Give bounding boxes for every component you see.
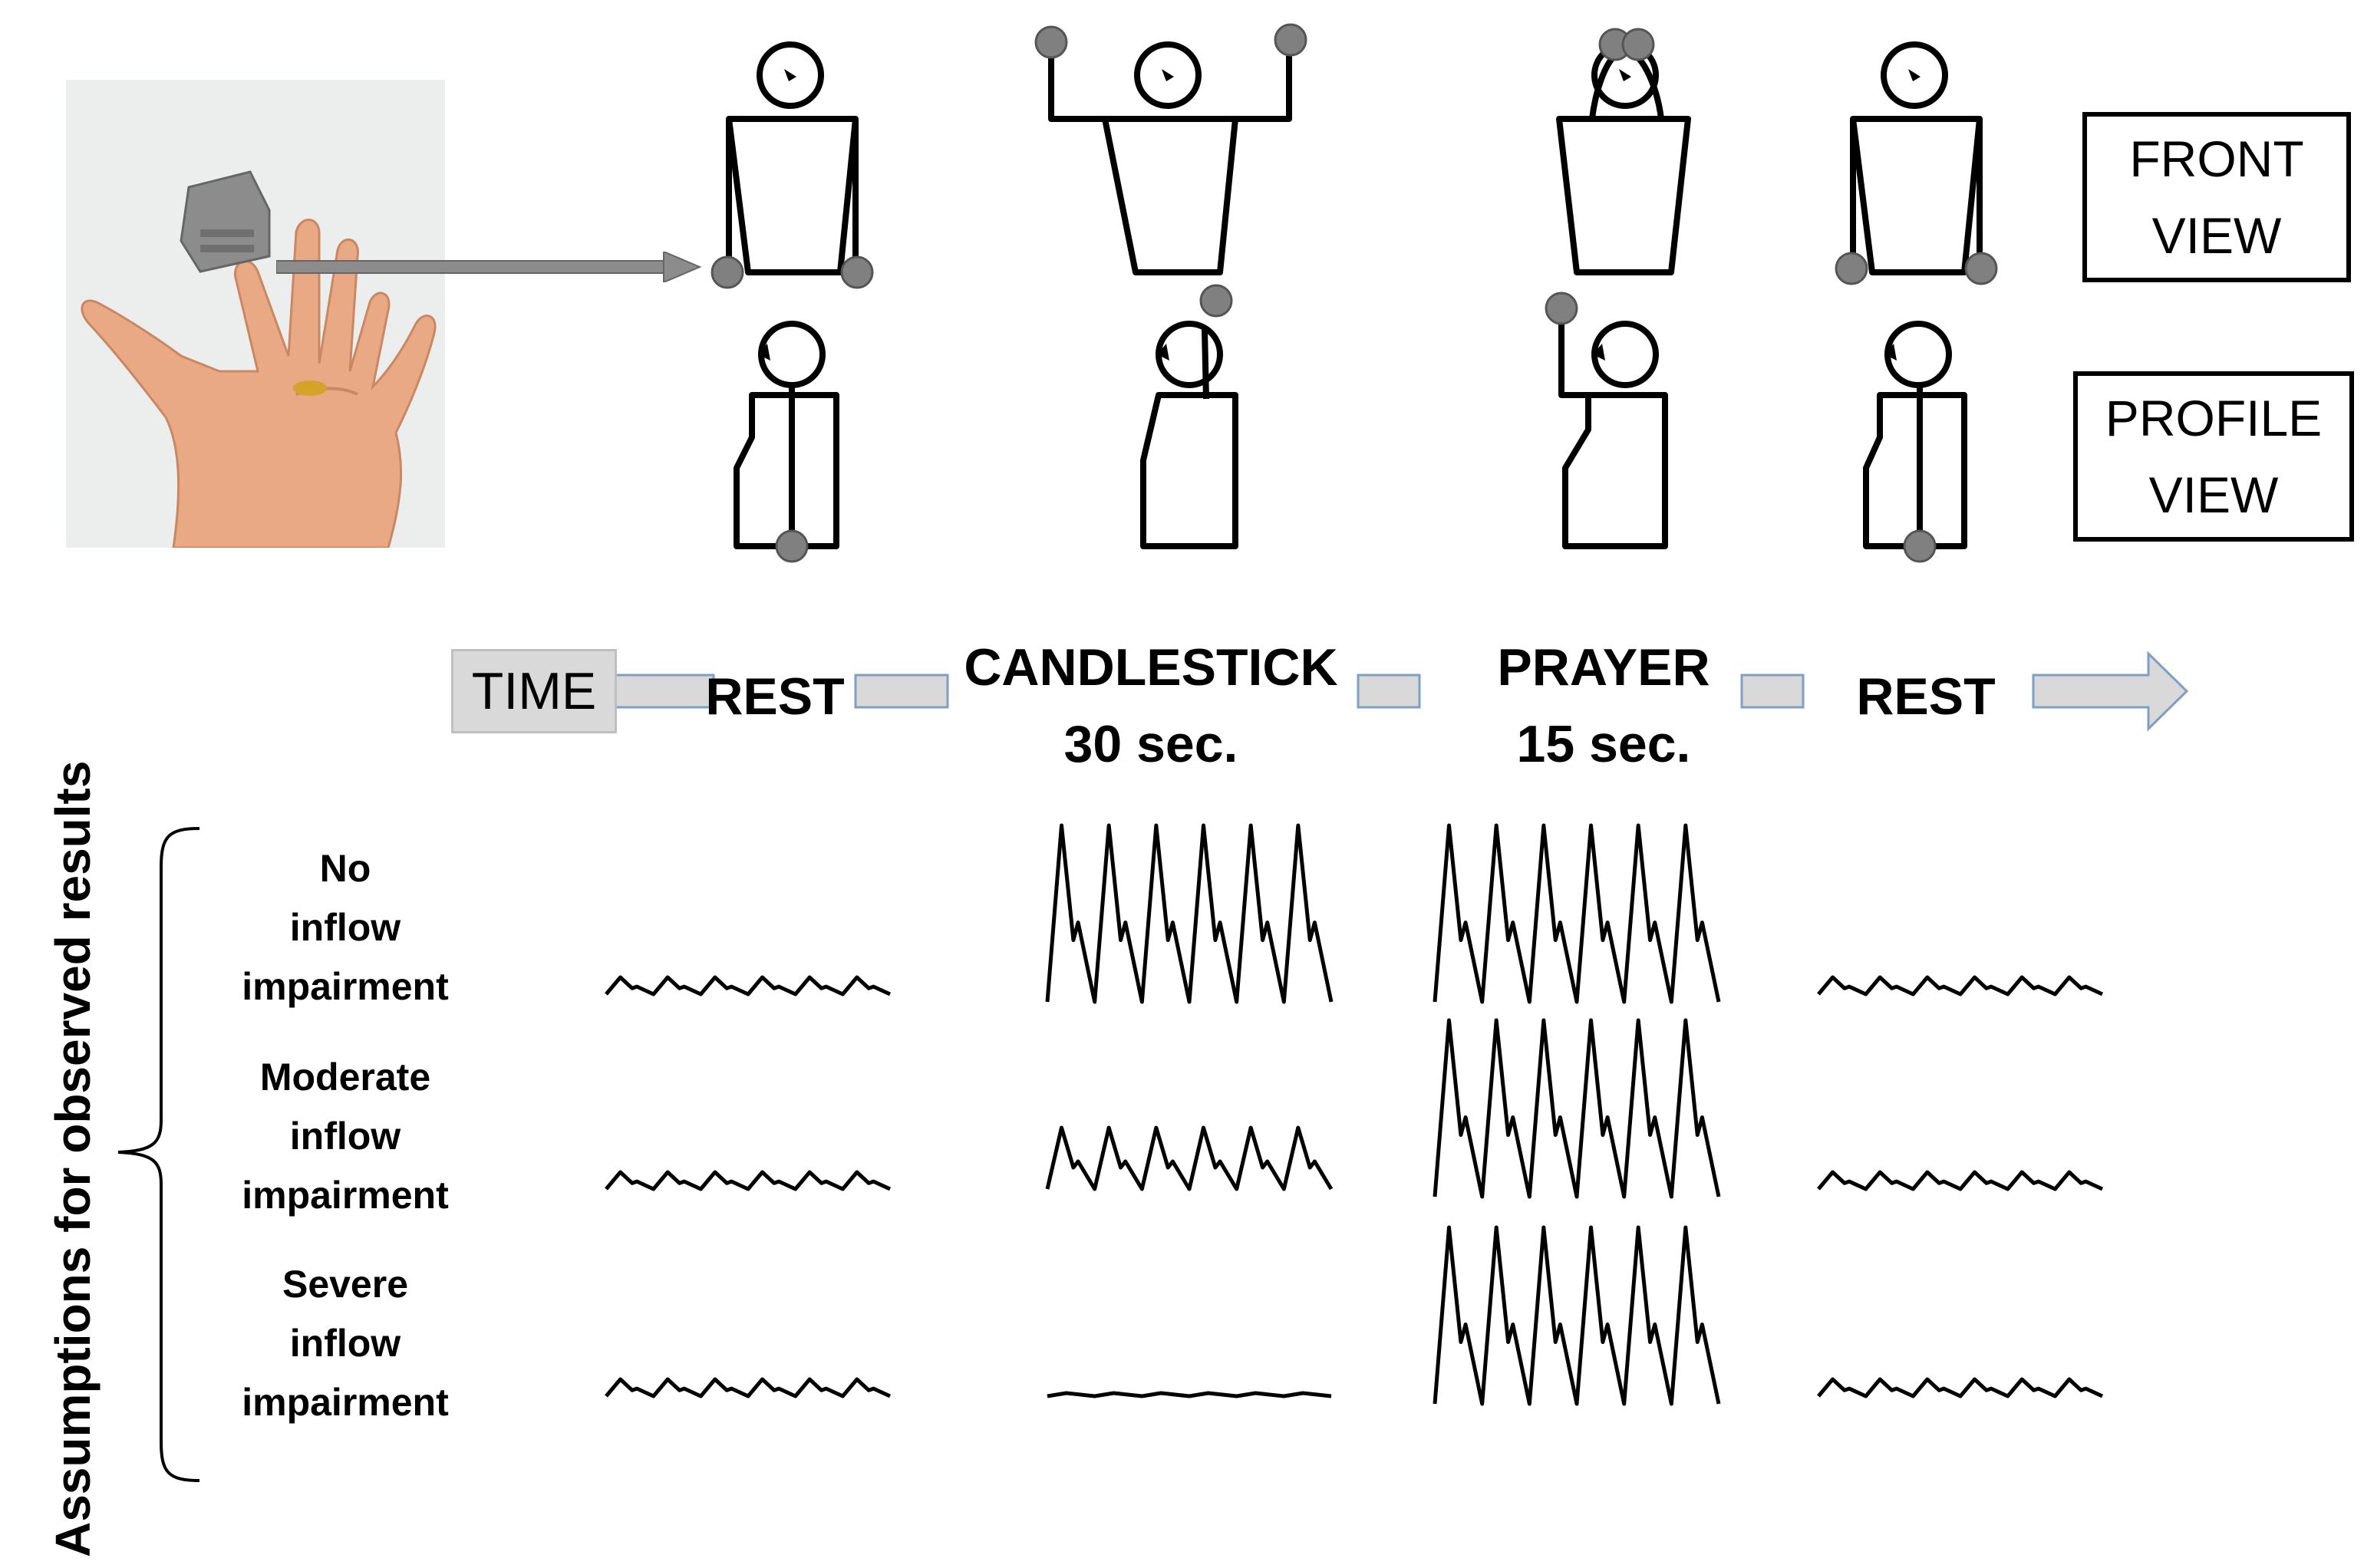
waveform-row2-col1 xyxy=(1047,1391,1332,1398)
row-label-line: inflow xyxy=(289,1115,401,1158)
row-label-line: inflow xyxy=(289,906,401,949)
waveform-row1-col3 xyxy=(1817,1170,2104,1191)
probe-arrow xyxy=(276,252,702,282)
row-brace xyxy=(117,827,200,1482)
waveform-row1-col1 xyxy=(1045,1125,1334,1191)
profile-view-line2: VIEW xyxy=(2148,466,2279,523)
front-view-line1: FRONT xyxy=(2129,130,2304,187)
front-view-label: FRONT VIEW xyxy=(2082,112,2351,282)
front-view-line2: VIEW xyxy=(2151,207,2282,264)
row-label-line: No xyxy=(319,847,371,890)
hand-ball xyxy=(711,255,744,289)
hand-ball xyxy=(1621,28,1655,61)
waveform-row0-col2 xyxy=(1433,823,1721,1004)
rest-front-figure xyxy=(726,41,859,275)
posture-figures xyxy=(711,23,1998,563)
row-label-line: Moderate xyxy=(259,1056,431,1099)
hand-ball xyxy=(840,255,874,289)
waveform-row2-col0 xyxy=(605,1377,892,1398)
waveform-row0-col1 xyxy=(1045,823,1334,1004)
row-label-no: No inflow impairment xyxy=(199,839,491,1016)
phase-rest-1: REST xyxy=(683,658,867,735)
row-label-line: Severe xyxy=(282,1263,409,1306)
time-label-text: TIME xyxy=(471,662,597,720)
phase-name: CANDLESTICK xyxy=(964,638,1338,697)
waveform-row0-col3 xyxy=(1817,975,2104,996)
hand-ball xyxy=(1903,529,1937,563)
waveform-row2-col3 xyxy=(1817,1377,2104,1398)
phase-name: REST xyxy=(1856,667,1996,726)
waveform-row1-col2 xyxy=(1433,1018,1721,1199)
hand-ball xyxy=(1545,292,1578,325)
profile-view-line1: PROFILE xyxy=(2105,390,2323,446)
hand-ball xyxy=(1034,25,1068,59)
phase-rest-2: REST xyxy=(1834,658,2018,735)
waveform-row1-col0 xyxy=(605,1170,892,1191)
hand-ball xyxy=(775,529,809,563)
row-label-moderate: Moderate inflow impairment xyxy=(199,1048,491,1225)
candlestick-front-figure xyxy=(1048,41,1292,275)
profile-view-label: PROFILE VIEW xyxy=(2073,371,2354,542)
phase-duration: 30 sec. xyxy=(1063,715,1238,773)
phase-duration: 15 sec. xyxy=(1516,715,1691,773)
time-label: TIME xyxy=(451,649,617,733)
phase-candlestick: CANDLESTICK 30 sec. xyxy=(936,629,1366,782)
hand-ball xyxy=(1274,23,1307,57)
row-label-line: inflow xyxy=(289,1322,401,1365)
hand-icon xyxy=(81,219,437,548)
row-label-line: impairment xyxy=(242,1381,449,1424)
waveform-row2-col2 xyxy=(1433,1225,1721,1406)
timeline-arrow xyxy=(612,651,2189,732)
row-label-severe: Severe inflow impairment xyxy=(199,1255,491,1432)
phase-name: REST xyxy=(705,667,845,726)
row-label-line: impairment xyxy=(242,965,449,1008)
rest2-front-figure xyxy=(1850,41,1983,275)
phase-prayer: PRAYER 15 sec. xyxy=(1458,629,1749,782)
row-label-line: impairment xyxy=(242,1174,449,1217)
hand-ball xyxy=(1835,252,1868,285)
hand-ball xyxy=(1199,284,1233,318)
hand-ball xyxy=(1964,252,1998,285)
phase-name: PRAYER xyxy=(1497,638,1710,697)
probe-icon xyxy=(180,170,271,273)
finger-probe-photo xyxy=(66,80,445,548)
waveform-row0-col0 xyxy=(605,975,892,996)
